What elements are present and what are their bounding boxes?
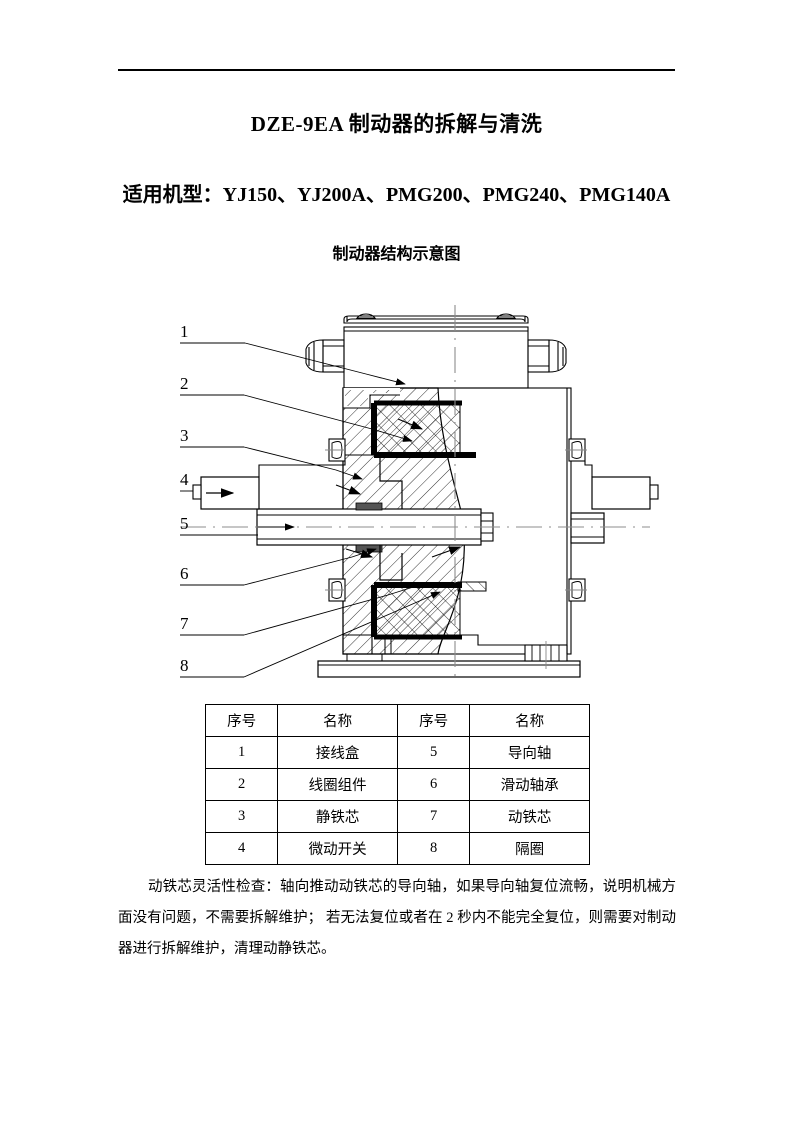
cell-no: 1 xyxy=(204,736,279,769)
header-cell-no-1: 序号 xyxy=(204,704,279,737)
table-row: 1 接线盒 5 导向轴 xyxy=(204,736,590,769)
table-row: 4 微动开关 8 隔圈 xyxy=(204,832,590,865)
header-rule xyxy=(118,69,675,71)
moving-core-lower xyxy=(371,582,462,640)
cable-gland-right xyxy=(527,339,567,373)
header-cell-no-2: 序号 xyxy=(396,704,471,737)
micro-switch-right xyxy=(584,461,659,510)
cell-name: 隔圈 xyxy=(469,832,590,865)
header-cell-name-1: 名称 xyxy=(277,704,398,737)
spacer-ring xyxy=(457,581,487,592)
screw-right-top xyxy=(565,438,587,462)
base-plate xyxy=(317,660,581,678)
cell-no: 2 xyxy=(204,768,279,801)
brake-structure-diagram: 1 2 3 4 5 6 7 8 xyxy=(140,295,680,685)
figure-caption: 制动器结构示意图 xyxy=(332,246,461,263)
cell-name: 滑动轴承 xyxy=(469,768,590,801)
cell-name: 线圈组件 xyxy=(277,768,398,801)
inspection-instructions-paragraph: 动铁芯灵活性检查：轴向推动动铁芯的导向轴，如果导向轴复位流畅，说明机械方面没有问… xyxy=(118,879,676,957)
callout-number-3: 3 xyxy=(180,426,189,445)
cell-name: 动铁芯 xyxy=(469,800,590,833)
callout-number-5: 5 xyxy=(180,514,189,533)
micro-switch-left xyxy=(192,461,346,510)
table-row: 2 线圈组件 6 滑动轴承 xyxy=(204,768,590,801)
coil-assembly-upper xyxy=(371,400,476,458)
shaft-stub-right xyxy=(570,512,605,544)
cell-no: 5 xyxy=(396,736,471,769)
cell-no: 8 xyxy=(396,832,471,865)
callout-numbers: 1 2 3 4 5 6 7 8 xyxy=(180,322,189,675)
cell-name: 接线盒 xyxy=(277,736,398,769)
cell-no: 6 xyxy=(396,768,471,801)
applicable-models-heading: 适用机型：YJ150、YJ200A、PMG200、PMG240、PMG140A xyxy=(122,184,671,206)
callout-leaders xyxy=(180,342,441,678)
callout-number-4: 4 xyxy=(180,470,189,489)
callout-number-8: 8 xyxy=(180,656,189,675)
cell-no: 3 xyxy=(204,800,279,833)
parts-legend-table: 序号 名称 序号 名称 1 接线盒 5 导向轴 2 线圈组件 6 滑动轴承 3 … xyxy=(204,704,590,865)
callout-number-2: 2 xyxy=(180,374,189,393)
cell-name: 导向轴 xyxy=(469,736,590,769)
callout-number-6: 6 xyxy=(180,564,189,583)
centerlines xyxy=(180,305,650,683)
cell-no: 4 xyxy=(204,832,279,865)
cell-no: 7 xyxy=(396,800,471,833)
junction-box-shape xyxy=(343,313,529,389)
cell-name: 静铁芯 xyxy=(277,800,398,833)
cell-name: 微动开关 xyxy=(277,832,398,865)
page-title: DZE-9EA 制动器的拆解与清洗 xyxy=(250,112,543,136)
screw-left-top xyxy=(325,438,346,462)
callout-number-7: 7 xyxy=(180,614,189,633)
header-cell-name-2: 名称 xyxy=(469,704,590,737)
cable-gland-left xyxy=(305,339,345,373)
callout-number-1: 1 xyxy=(180,322,189,341)
screw-right-bottom xyxy=(565,578,587,602)
table-row: 3 静铁芯 7 动铁芯 xyxy=(204,800,590,833)
screw-left-bottom xyxy=(325,578,346,602)
table-header-row: 序号 名称 序号 名称 xyxy=(204,704,590,737)
